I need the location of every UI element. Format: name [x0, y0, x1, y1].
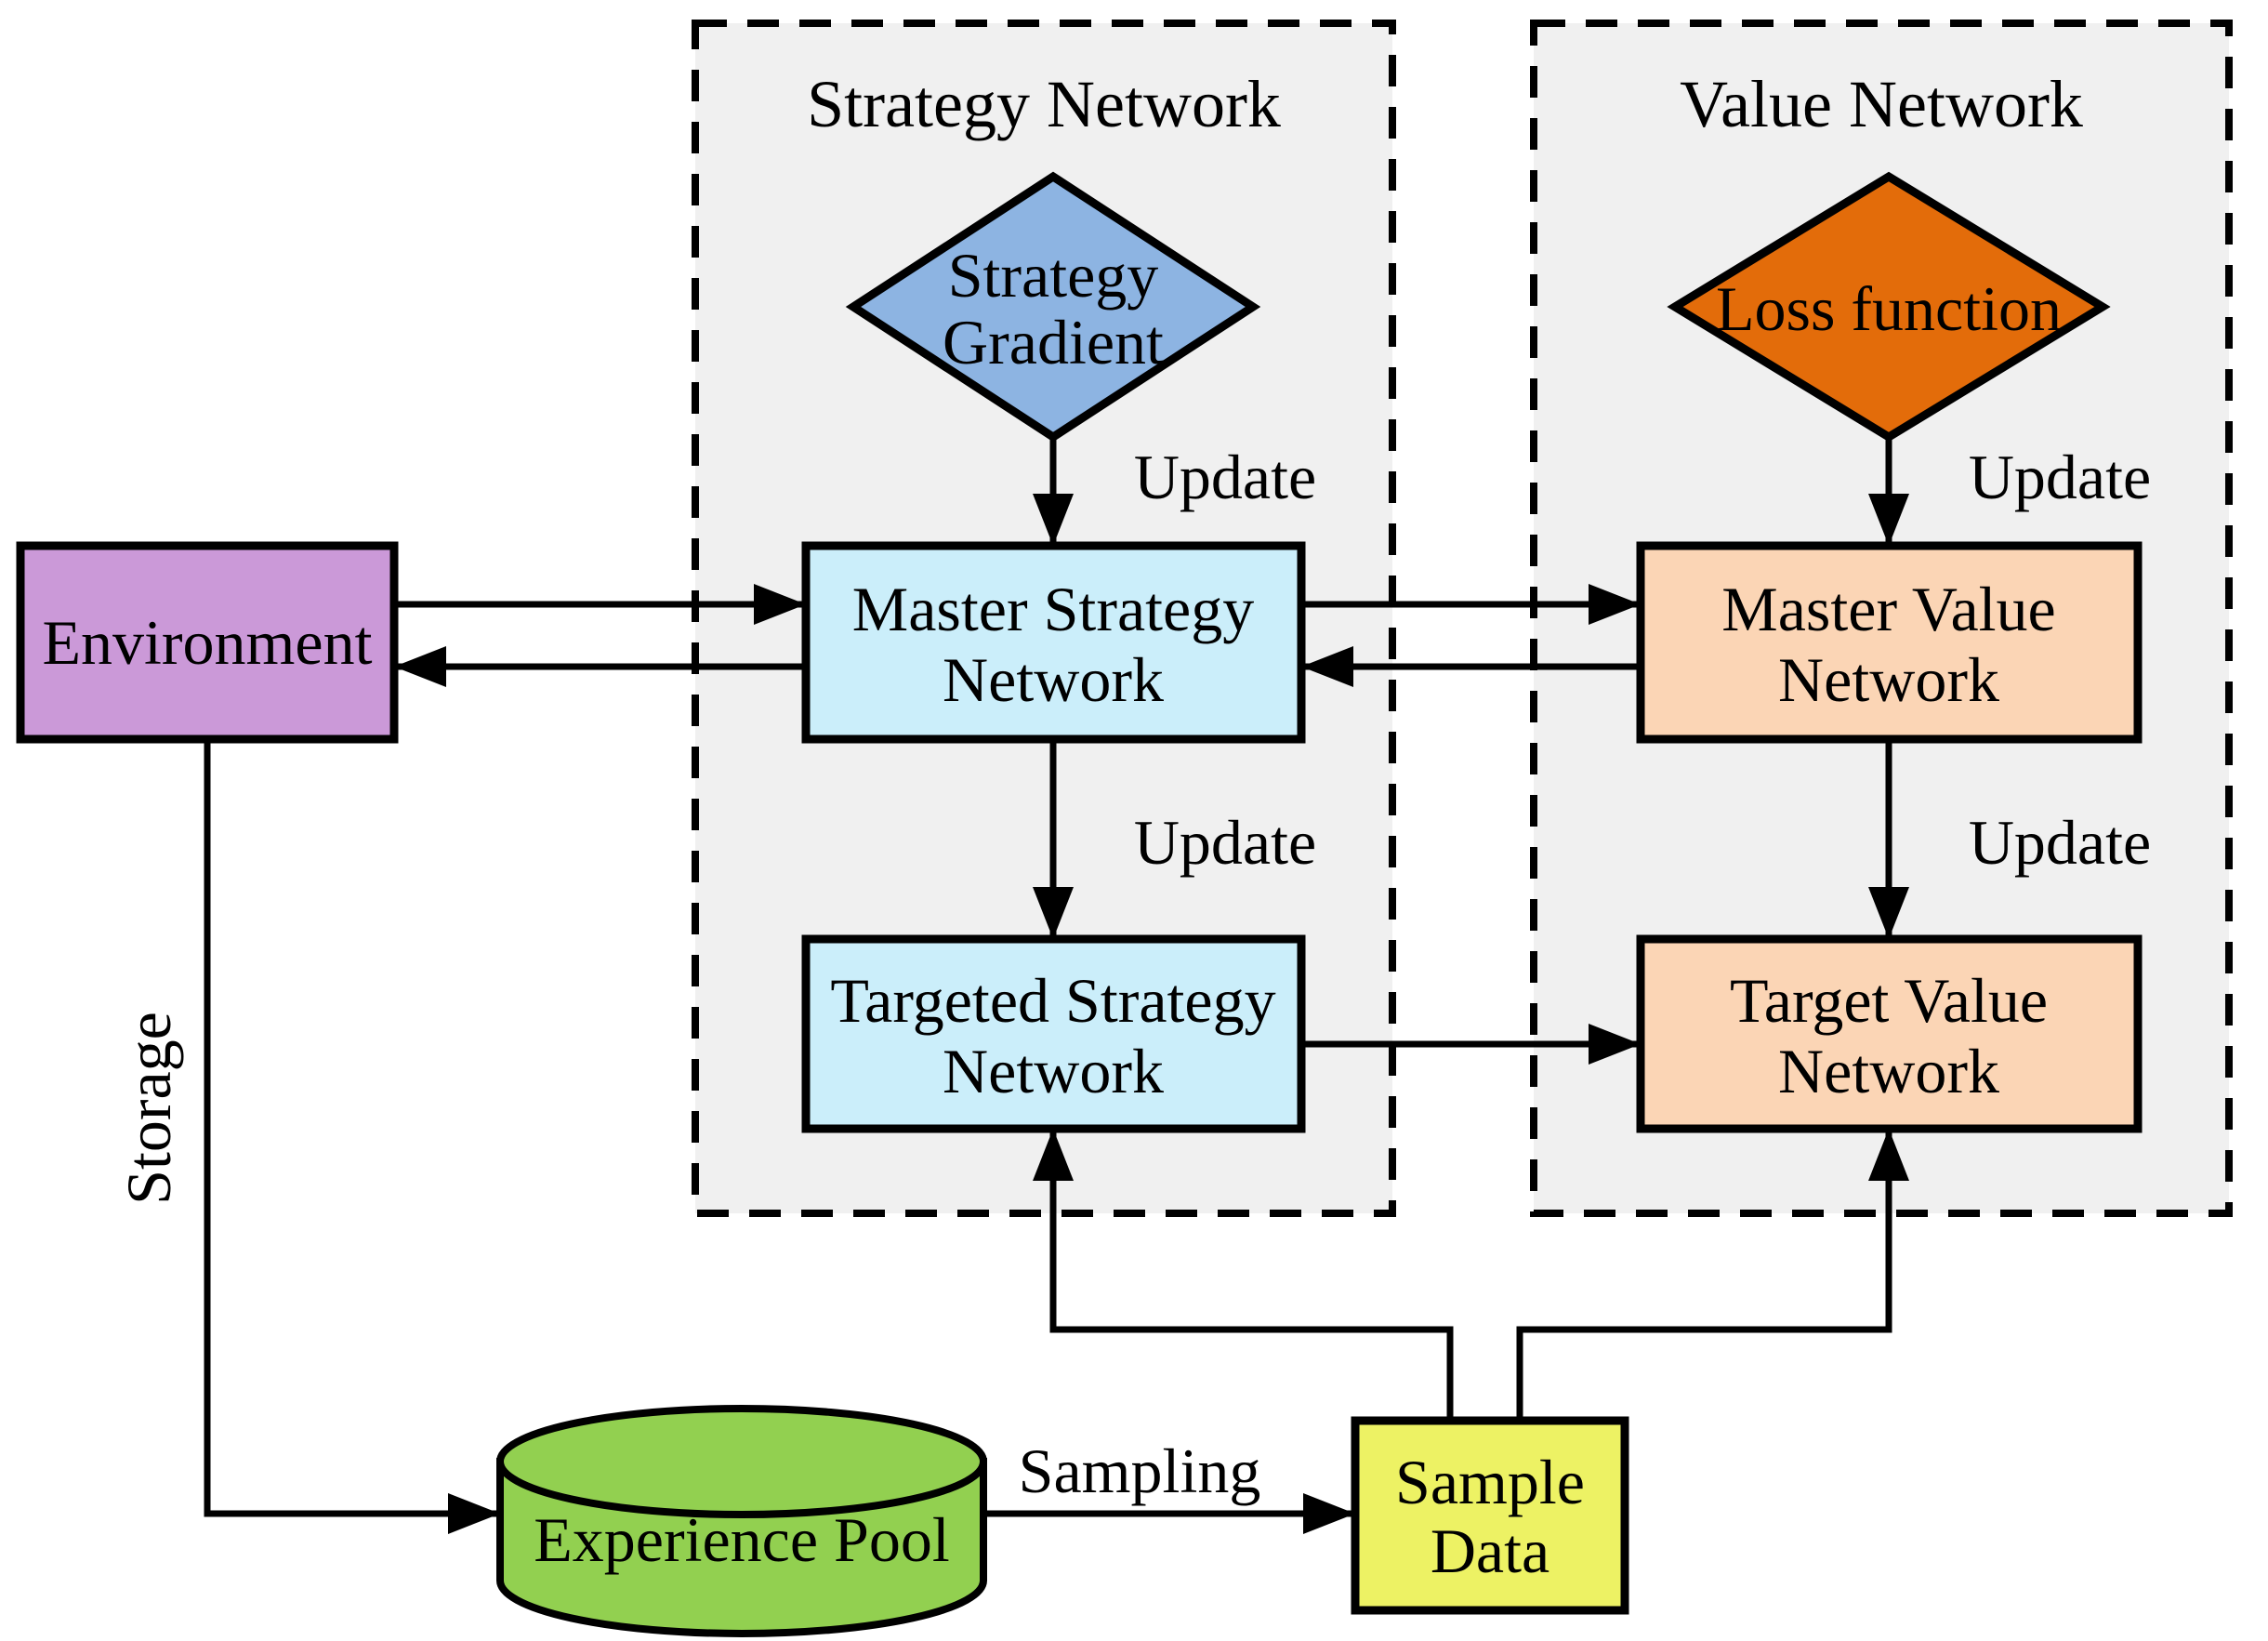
experience-pool-label: Experience Pool: [534, 1504, 950, 1575]
loss-function-label: Loss function: [1716, 273, 2062, 344]
sample-data-node: [1351, 1416, 1629, 1615]
strategy-gradient-label-line1: Strategy: [948, 240, 1159, 311]
master-value-label-line2: Network: [1778, 644, 1999, 715]
target-value-label-line1: Target Value: [1730, 965, 2048, 1036]
update-label-targeted-strategy: Update: [1134, 807, 1316, 878]
target-value-network-node: [1636, 934, 2143, 1133]
targeted-strategy-network-node: [801, 934, 1306, 1133]
targeted-strategy-label-line1: Targeted Strategy: [830, 965, 1275, 1036]
strategy-gradient-node: [845, 171, 1261, 443]
master-value-network-node: [1636, 541, 2143, 744]
arrow-environment-to-experience-pool: [204, 739, 500, 1534]
strategy-panel-title: Strategy Network: [807, 67, 1281, 141]
update-label-strategy-gradient: Update: [1134, 442, 1316, 512]
update-label-loss-function: Update: [1969, 442, 2151, 512]
arrow-sample-data-to-targeted-strategy: [1033, 1129, 1454, 1421]
storage-label: Storage: [113, 1012, 184, 1205]
experience-pool-cylinder-top: [496, 1405, 987, 1518]
loss-function-node: [1667, 171, 2111, 443]
master-strategy-label-line2: Network: [943, 644, 1164, 715]
value-panel-title: Value Network: [1680, 67, 2083, 141]
strategy-gradient-label-line2: Gradient: [943, 307, 1164, 377]
target-value-label-line2: Network: [1778, 1036, 1999, 1106]
environment-label: Environment: [42, 607, 372, 678]
sample-data-label-line2: Data: [1431, 1515, 1549, 1586]
master-strategy-network-node: [801, 541, 1306, 744]
master-strategy-label-line1: Master Strategy: [852, 574, 1254, 644]
environment-node: [16, 541, 399, 744]
sampling-label: Sampling: [1019, 1436, 1261, 1506]
update-label-target-value: Update: [1969, 807, 2151, 878]
arrow-sample-data-to-target-value: [1516, 1129, 1909, 1421]
sample-data-label-line1: Sample: [1395, 1447, 1585, 1517]
master-value-label-line1: Master Value: [1721, 574, 2055, 644]
targeted-strategy-label-line2: Network: [943, 1036, 1164, 1106]
